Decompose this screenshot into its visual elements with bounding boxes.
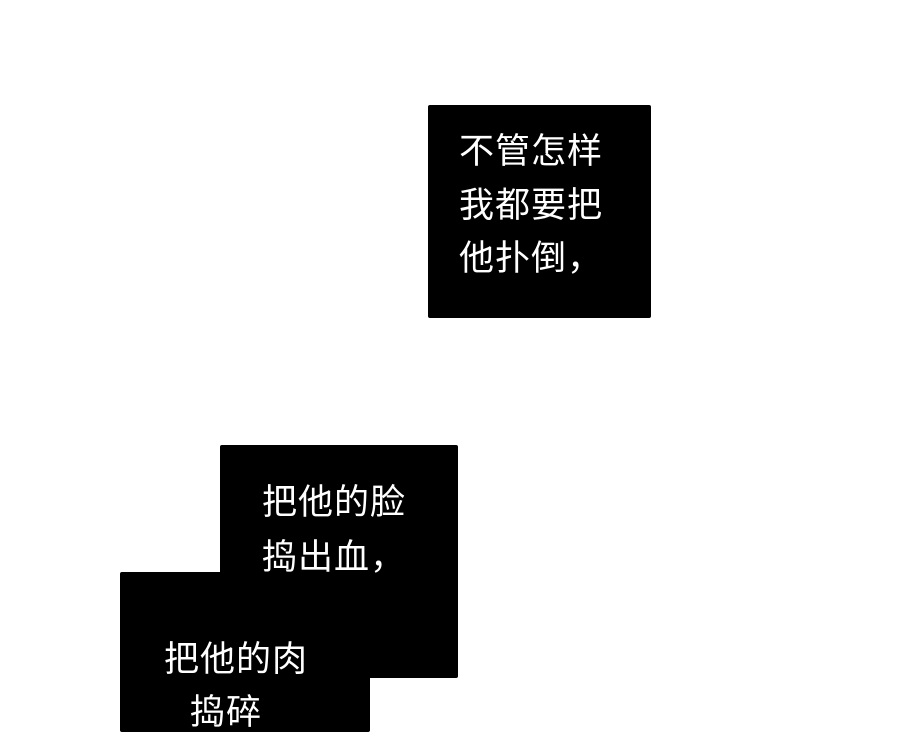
caption-line: 不管怎样 bbox=[459, 132, 604, 172]
caption-box-3: 把他的肉 捣碎 bbox=[120, 572, 370, 732]
caption-line: 捣碎 bbox=[190, 693, 263, 733]
caption-line: 他扑倒， bbox=[459, 239, 604, 279]
caption-line: 把他的脸 bbox=[262, 483, 407, 523]
caption-line: 我都要把 bbox=[459, 186, 604, 226]
caption-box-1: 不管怎样 我都要把 他扑倒， bbox=[428, 105, 651, 318]
caption-line: 把他的肉 bbox=[164, 640, 309, 680]
caption-line: 捣出血， bbox=[262, 538, 407, 578]
